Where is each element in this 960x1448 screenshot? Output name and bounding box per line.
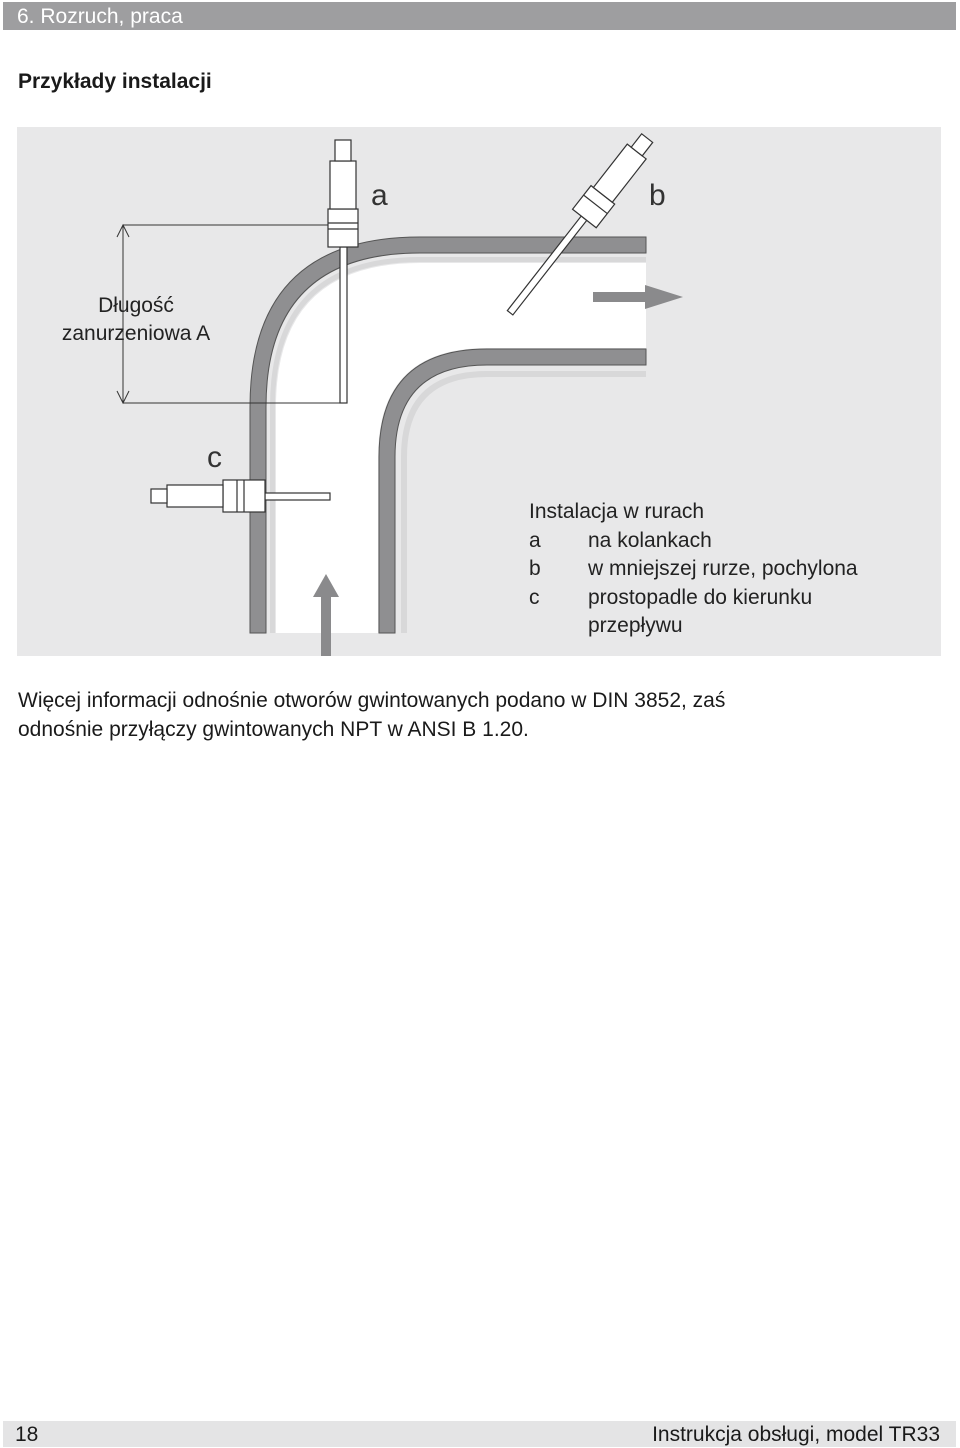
page-number: 18 bbox=[15, 1423, 39, 1446]
sensor-b-label: b bbox=[649, 179, 666, 212]
legend-key: b bbox=[529, 557, 541, 580]
sensor-c-label: c bbox=[207, 441, 222, 474]
legend-text: na kolankach bbox=[588, 528, 712, 552]
immersion-length-label-line1: Długość bbox=[98, 294, 174, 317]
sensor-b bbox=[506, 132, 654, 316]
section-title: Przykłady instalacji bbox=[18, 70, 212, 93]
legend-key: a bbox=[529, 528, 541, 552]
pipe-elbow-diagram bbox=[116, 132, 683, 656]
body-paragraph: Więcej informacji odnośnie otworów gwint… bbox=[18, 686, 918, 744]
legend-text: przepływu bbox=[588, 614, 683, 637]
flow-arrow-right bbox=[593, 285, 683, 309]
body-line-2: odnośnie przyłączy gwintowanych NPT w AN… bbox=[18, 718, 529, 741]
immersion-length-dimension bbox=[116, 223, 347, 405]
sensor-c bbox=[150, 479, 331, 513]
installation-legend: Instalacja w rurach a na kolankach b w m… bbox=[529, 498, 858, 641]
immersion-length-label: Długość zanurzeniowa A bbox=[31, 292, 241, 348]
immersion-length-label-line2: zanurzeniowa A bbox=[61, 322, 211, 345]
legend-text: w mniejszej rurze, pochylona bbox=[588, 557, 858, 580]
legend-item-a: a na kolankach bbox=[529, 527, 858, 556]
legend-key: c bbox=[529, 585, 540, 609]
flow-arrow-up bbox=[313, 574, 339, 656]
legend-item-c-continued: przepływu bbox=[529, 612, 858, 641]
footer-bar bbox=[3, 1421, 956, 1447]
legend-item-b: b w mniejszej rurze, pochylona bbox=[529, 555, 858, 584]
sensor-a-label: a bbox=[371, 179, 388, 212]
body-line-1: Więcej informacji odnośnie otworów gwint… bbox=[18, 689, 726, 712]
chapter-header-bar: 6. Rozruch, praca bbox=[3, 2, 956, 30]
document-reference: Instrukcja obsługi, model TR33 bbox=[652, 1423, 940, 1446]
legend-key bbox=[529, 612, 588, 641]
legend-item-c: c prostopadle do kierunku bbox=[529, 584, 858, 613]
sensor-a bbox=[327, 139, 359, 404]
inner-pipe-wall bbox=[378, 348, 647, 634]
chapter-title: 6. Rozruch, praca bbox=[17, 5, 183, 28]
legend-title: Instalacja w rurach bbox=[529, 500, 705, 523]
installation-figure: Długość zanurzeniowa A a b c Instalacja … bbox=[17, 127, 941, 656]
outer-pipe-wall bbox=[249, 236, 647, 634]
legend-text: prostopadle do kierunku bbox=[588, 585, 813, 609]
